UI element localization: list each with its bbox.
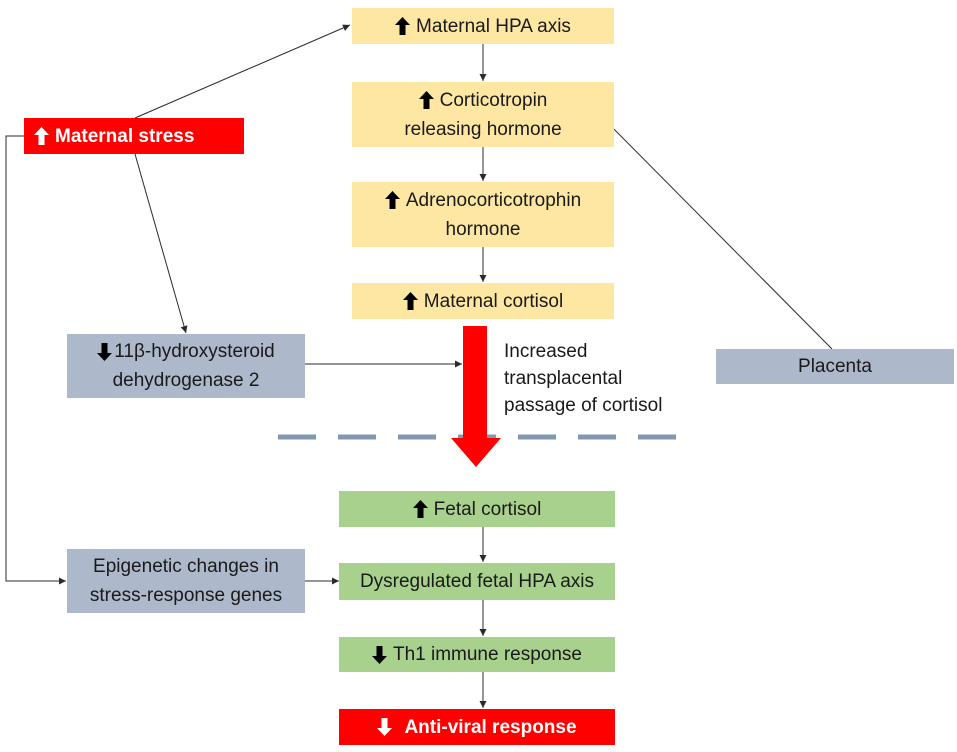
node-anti-viral-response: Anti-viral response: [339, 709, 615, 745]
node-epigenetic-changes: Epigenetic changes in stress-response ge…: [67, 549, 305, 613]
arrow-down-icon: [377, 718, 393, 737]
edge-stress-to-hsd: [134, 153, 188, 334]
maternal-cortisol-label: Maternal cortisol: [423, 290, 564, 312]
epigenetic-label-line1: Epigenetic changes in: [93, 556, 279, 577]
node-fetal-cortisol-text: Fetal cortisol: [412, 495, 542, 524]
acth-label-line1: Adrenocorticotrophin: [405, 189, 582, 211]
annotation-line1: Increased: [504, 341, 588, 362]
placenta-label: Placenta: [798, 356, 872, 377]
th1-label: Th1 immune response: [392, 644, 583, 665]
node-antiviral-text: Anti-viral response: [377, 713, 577, 742]
node-maternal-stress: Maternal stress: [24, 118, 244, 154]
arrow-up-icon: [402, 292, 418, 311]
node-th1-text: Th1 immune response: [371, 640, 583, 669]
node-corticotropin-releasing-hormone: Corticotropin releasing hormone: [352, 82, 614, 147]
annotation-line3: passage of cortisol: [504, 395, 663, 416]
epigenetic-label-line2: stress-response genes: [89, 585, 283, 606]
node-adrenocorticotrophin-hormone: Adrenocorticotrophin hormone: [352, 182, 614, 247]
hsd-label-line1: 11β-hydroxysteroid: [114, 341, 275, 362]
maternal-hpa-axis-label: Maternal HPA axis: [416, 15, 571, 37]
arrow-up-icon: [412, 500, 428, 519]
node-th1-immune-response: Th1 immune response: [339, 637, 615, 672]
hsd-label-line2: dehydrogenase 2: [112, 370, 260, 391]
node-fetal-cortisol: Fetal cortisol: [339, 491, 615, 527]
edge-placenta-to-crh: [599, 114, 833, 350]
node-maternal-hpa-axis: Maternal HPA axis: [352, 8, 614, 44]
acth-label-line2: hormone: [445, 218, 521, 240]
node-placenta: Placenta: [716, 349, 954, 384]
node-maternal-hpa-axis-text: Maternal HPA axis: [395, 12, 571, 41]
node-hsd-line1: 11β-hydroxysteroid: [97, 337, 275, 366]
node-maternal-cortisol-text: Maternal cortisol: [402, 287, 564, 316]
edge-stress-to-hpa: [134, 24, 351, 119]
arrow-down-icon: [97, 342, 113, 361]
maternal-stress-label: Maternal stress: [55, 125, 195, 147]
arrow-up-icon: [418, 91, 434, 110]
crh-label-line2: releasing hormone: [404, 118, 562, 140]
node-maternal-cortisol: Maternal cortisol: [352, 283, 614, 319]
arrow-up-icon: [34, 127, 49, 146]
node-crh-line1: Corticotropin: [418, 86, 548, 115]
arrow-up-icon: [384, 191, 400, 210]
node-dysregulated-fetal-hpa-axis: Dysregulated fetal HPA axis: [339, 563, 615, 600]
node-maternal-stress-text: Maternal stress: [34, 122, 194, 151]
crh-label-line1: Corticotropin: [439, 89, 548, 111]
arrow-down-icon: [371, 645, 387, 664]
arrow-up-icon: [395, 17, 411, 36]
transplacental-arrow: [451, 326, 501, 467]
edge-stress-to-epigenetic: [5, 135, 66, 585]
fetal-hpa-label: Dysregulated fetal HPA axis: [359, 571, 595, 592]
annotation-line2: transplacental: [504, 368, 623, 389]
antiviral-label: Anti-viral response: [404, 716, 577, 738]
node-acth-line1: Adrenocorticotrophin: [384, 186, 582, 215]
node-11b-hsd2: 11β-hydroxysteroid dehydrogenase 2: [67, 334, 305, 398]
annotation-transplacental-passage: Increased transplacental passage of cort…: [504, 338, 662, 419]
fetal-cortisol-label: Fetal cortisol: [433, 498, 542, 520]
